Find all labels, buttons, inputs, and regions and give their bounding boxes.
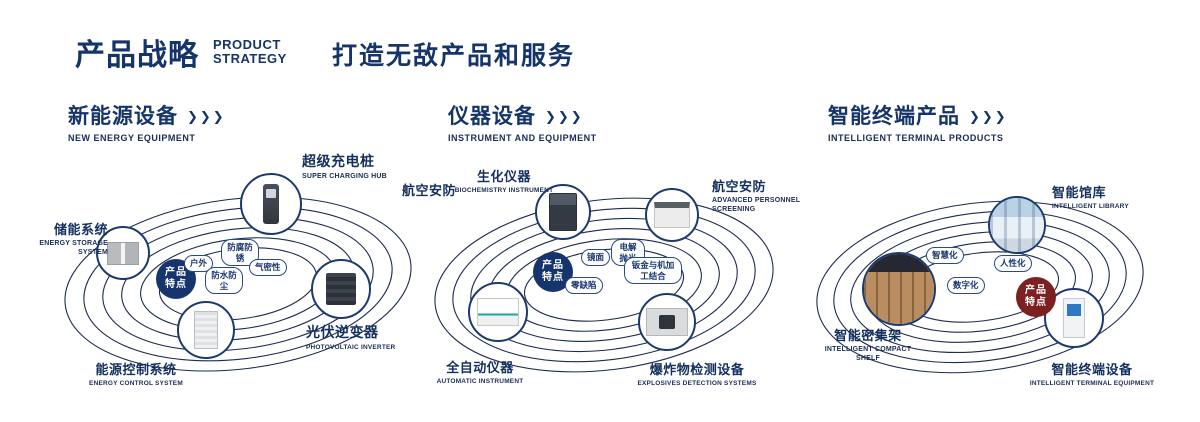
node-label-en: INTELLIGENT LIBRARY [1052,203,1129,210]
node-super-charging-hub [240,173,302,235]
super-charging-hub-label: 超级充电桩 SUPER CHARGING HUB [302,151,412,182]
feature-tag-humanized: 人性化 [994,255,1032,272]
node-label-cn: 全自动仪器 [446,360,514,375]
page-title-en-line1: PRODUCT [213,36,281,52]
feature-tag-waterproof: 防水防尘 [205,267,243,295]
node-automatic-instrument [468,282,528,342]
intelligent-library-photo [990,198,1044,252]
section-header-intelligent-terminal: 智能终端产品 ❯❯❯ INTELLIGENT TERMINAL PRODUCTS [828,100,1008,143]
charging-hub-photo [262,184,280,224]
node-label-cn: 生化仪器 [476,169,531,184]
terminal-equipment-photo [1062,297,1086,339]
section-subtitle: NEW ENERGY EQUIPMENT [68,133,196,143]
node-intelligent-terminal-equipment [1044,288,1104,348]
node-label-en: ADVANCED PERSONNEL SCREENING [712,197,801,213]
page-title-english: PRODUCT STRATEGY [213,36,287,66]
energy-control-system-label: 能源控制系统 ENERGY CONTROL SYSTEM [80,359,192,388]
section-header-new-energy: 新能源设备 ❯❯❯ NEW ENERGY EQUIPMENT [68,100,226,143]
section-header-instruments: 仪器设备 ❯❯❯ INSTRUMENT AND EQUIPMENT [448,100,597,143]
node-label-cn: 航空安防 [402,183,457,198]
node-label-cn: 航空安防 [712,179,767,194]
energy-storage-label: 储能系统 ENERGY STORAGE SYSTEM [28,219,108,258]
node-biochemistry-instrument [535,184,591,240]
node-energy-control-system [177,301,235,359]
node-label-en: PHOTOVOLTAIC INVERTER [306,344,396,351]
explosives-detection-label: 爆炸物检测设备 EXPLOSIVES DETECTION SYSTEMS [630,359,764,388]
automatic-instrument-photo [477,298,519,326]
intelligent-compact-shelf-label: 智能密集架 INTELLIGENT COMPACT SHELF [820,325,916,364]
badge-line1: 产品 [1025,285,1047,296]
feature-tag-digital: 数字化 [947,277,985,294]
node-label-en: AUTOMATIC INSTRUMENT [436,378,524,385]
product-features-badge: 产品 特点 [1016,277,1056,317]
node-intelligent-library [988,196,1046,254]
node-label-cn: 智能馆库 [1052,185,1107,200]
section-title: 新能源设备 [68,105,178,128]
node-label-cn: 智能密集架 [834,328,902,343]
feature-tag-zero-defect: 零缺陷 [565,277,603,294]
section-subtitle: INTELLIGENT TERMINAL PRODUCTS [828,133,1004,143]
node-label-en: ENERGY CONTROL SYSTEM [89,380,183,387]
personnel-screening-label: 航空安防 ADVANCED PERSONNEL SCREENING [712,176,808,215]
node-label-en: INTELLIGENT COMPACT SHELF [824,346,912,362]
page-title: 产品战略 [75,39,199,72]
badge-line1: 产品 [542,260,564,271]
node-label-en: SUPER CHARGING HUB [302,173,387,180]
intelligent-library-label: 智能馆库 INTELLIGENT LIBRARY [1052,182,1152,211]
badge-line2: 特点 [165,279,187,290]
energy-storage-photo [107,241,139,265]
intelligent-terminal-equipment-label: 智能终端设备 INTELLIGENT TERMINAL EQUIPMENT [1028,359,1156,388]
section-subtitle: INSTRUMENT AND EQUIPMENT [448,133,597,143]
header: 产品战略 PRODUCT STRATEGY [75,30,287,74]
node-personnel-screening [645,188,699,242]
node-label-cn: 能源控制系统 [95,362,177,377]
node-label-en: EXPLOSIVES DETECTION SYSTEMS [637,380,757,387]
badge-line2: 特点 [1025,297,1047,308]
node-intelligent-compact-shelf [862,252,936,326]
feature-tag-sheet-metal-machining: 钣金与机加工结合 [624,257,682,285]
explosives-detection-photo [645,307,689,337]
aviation-security-side-label: 航空安防 [402,180,456,199]
node-explosives-detection [638,293,696,351]
tagline: 打造无敌产品和服务 [332,42,576,70]
feature-tag-outdoor: 户外 [184,255,214,272]
compact-shelf-photo [864,254,934,324]
badge-line2: 特点 [542,272,564,283]
node-label-cn: 光伏逆变器 [306,324,379,340]
feature-tag-airtightness: 气密性 [249,259,287,276]
biochemistry-instrument-label: 生化仪器 BIOCHEMISTRY INSTRUMENT [452,166,556,195]
badge-line1: 产品 [165,267,187,278]
photovoltaic-inverter-label: 光伏逆变器 PHOTOVOLTAIC INVERTER [306,322,418,352]
node-energy-storage [96,226,150,280]
triple-chevron-icon: ❯❯❯ [545,109,584,124]
feature-tag-mirror-finish: 镜面 [581,249,611,266]
triple-chevron-icon: ❯❯❯ [969,109,1008,124]
node-label-cn: 爆炸物检测设备 [649,362,745,377]
triple-chevron-icon: ❯❯❯ [187,109,226,124]
personnel-screening-photo [654,202,690,228]
energy-control-photo [194,311,218,349]
biochemistry-instrument-photo [549,193,577,231]
node-label-en: INTELLIGENT TERMINAL EQUIPMENT [1029,380,1155,387]
photovoltaic-inverter-photo [325,272,357,306]
feature-tag-intelligent: 智慧化 [926,247,964,264]
automatic-instrument-label: 全自动仪器 AUTOMATIC INSTRUMENT [428,357,532,386]
page-title-en-line2: STRATEGY [213,51,287,66]
node-label-cn: 储能系统 [53,222,108,237]
node-label-cn: 智能终端设备 [1051,362,1133,377]
node-photovoltaic-inverter [311,259,371,319]
section-title: 仪器设备 [448,105,536,128]
node-label-cn: 超级充电桩 [302,153,375,169]
section-title: 智能终端产品 [828,105,960,128]
node-label-en: BIOCHEMISTRY INSTRUMENT [454,187,554,194]
node-label-en: ENERGY STORAGE SYSTEM [39,240,108,256]
